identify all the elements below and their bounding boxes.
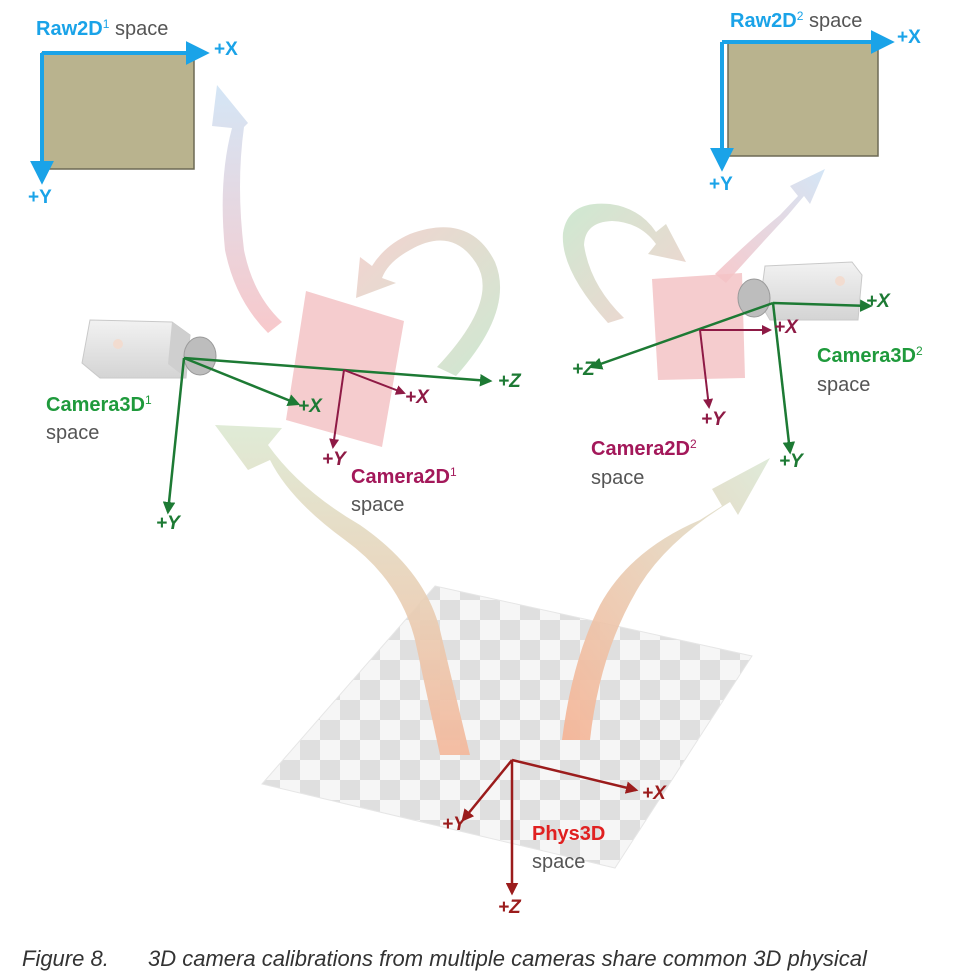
camera2d-axes-1: [329, 369, 406, 449]
raw2d-2-name: Raw2D: [730, 10, 797, 32]
camera2d-2-sup: 2: [689, 437, 697, 451]
raw2d-1-suffix: space: [109, 18, 169, 40]
phys3d-y-axis-label: +Y: [442, 814, 466, 835]
raw2d-sensor-1: [30, 41, 210, 185]
camera3d-2-space: space: [817, 374, 871, 396]
camera2d-1-y-axis-label: +Y: [322, 449, 346, 470]
camera2d-2-space: space: [591, 467, 645, 489]
raw2d-1-y-axis-label: +Y: [28, 187, 52, 208]
camera3d-2-name: Camera3D: [817, 345, 916, 367]
raw2d-2-suffix: space: [803, 10, 863, 32]
camera3d-1-x-axis-label: +X: [298, 396, 322, 417]
camera3d-2-sup: 2: [915, 344, 923, 358]
arrow-camera1-to-raw1: [212, 85, 282, 333]
camera2d-1-space: space: [351, 494, 405, 516]
curl-arrow-camera2: [562, 203, 686, 323]
curl-arrow-camera1: [356, 227, 501, 376]
phys3d-axes: [461, 758, 639, 896]
raw2d-sensor-2: [710, 30, 895, 172]
raw2d-2-y-axis-label: +Y: [709, 174, 733, 195]
camera2d-1-name: Camera2D: [351, 466, 450, 488]
camera2d-1-label: Camera2D1: [351, 466, 457, 488]
phys3d-x-axis-label: +X: [642, 783, 666, 804]
camera2d-2-x-axis-label: +X: [774, 317, 798, 338]
calibration-plate: [261, 585, 753, 869]
raw2d-2-sup: 2: [796, 9, 804, 23]
raw2d-1-name: Raw2D: [36, 18, 103, 40]
camera2d-2-label: Camera2D2: [591, 438, 697, 460]
phys3d-z-axis-label: +Z: [498, 897, 521, 918]
camera-2-body: [737, 261, 863, 321]
camera3d-1-sup: 1: [144, 393, 152, 407]
raw2d-2-x-axis-label: +X: [897, 27, 921, 48]
raw2d-2-label: Raw2D2 space: [730, 10, 862, 32]
camera3d-1-z-axis-label: +Z: [498, 371, 521, 392]
phys3d-name: Phys3D: [532, 823, 606, 845]
calibration-diagram: [30, 30, 895, 896]
camera2d-1-x-axis-label: +X: [405, 387, 429, 408]
camera3d-1-y-axis-label: +Y: [156, 513, 180, 534]
camera2d-axes-2: [699, 325, 772, 409]
arrow-camera2-to-raw2: [715, 169, 825, 283]
camera2d-1-sup: 1: [449, 465, 457, 479]
camera3d-1-label: Camera3D1: [46, 394, 152, 416]
camera2d-2-name: Camera2D: [591, 438, 690, 460]
camera3d-2-label: Camera3D2: [817, 345, 923, 367]
camera3d-2-z-axis-label: +Z: [572, 359, 595, 380]
figure-caption-text: 3D camera calibrations from multiple cam…: [148, 946, 867, 971]
phys3d-space: space: [532, 851, 586, 873]
camera2d-2-y-axis-label: +Y: [701, 409, 725, 430]
camera3d-axes-2: [589, 299, 873, 455]
raw2d-1-sup: 1: [102, 17, 110, 31]
camera3d-1-name: Camera3D: [46, 394, 145, 416]
arrow-phys-to-camera1: [215, 425, 470, 755]
figure-number: Figure 8.: [22, 946, 109, 971]
camera3d-1-space: space: [46, 422, 100, 444]
camera3d-2-x-axis-label: +X: [866, 291, 890, 312]
camera3d-2-y-axis-label: +Y: [779, 451, 803, 472]
raw2d-1-label: Raw2D1 space: [36, 18, 168, 40]
raw2d-1-x-axis-label: +X: [214, 39, 238, 60]
camera3d-axes-1: [162, 356, 493, 515]
camera-1-body: [81, 319, 217, 379]
camera2d-plane-2: [652, 273, 745, 380]
arrow-phys-to-camera2: [562, 458, 770, 740]
figure-caption: Figure 8. 3D camera calibrations from mul…: [22, 946, 867, 972]
